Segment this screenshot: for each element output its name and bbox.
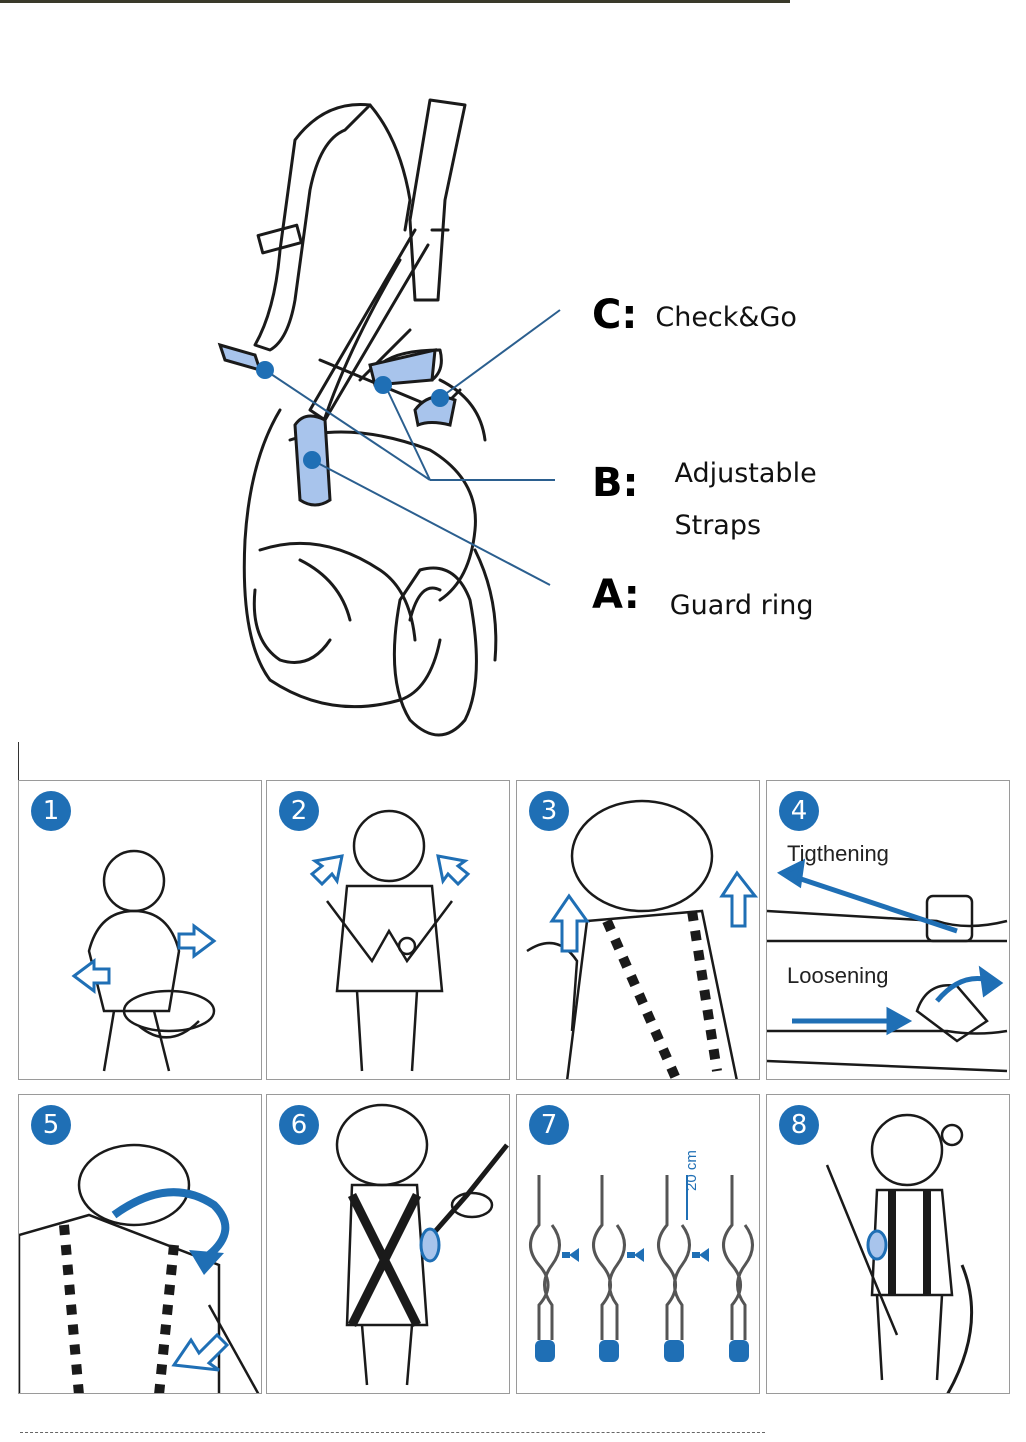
top-border-line bbox=[0, 0, 790, 3]
child-climbing-icon bbox=[825, 1113, 974, 1393]
callout-b-letter: B: bbox=[592, 460, 639, 506]
step-panel-7: 7 20 cm bbox=[516, 1094, 760, 1394]
step-panel-1: 1 bbox=[18, 780, 262, 1080]
figure-eight-knot-icon bbox=[529, 1175, 754, 1362]
buckle-c-highlight bbox=[217, 342, 263, 373]
callout-c: C: Check&Go bbox=[592, 292, 797, 344]
callout-a-text: Guard ring bbox=[669, 590, 814, 621]
step-panel-5: 5 bbox=[18, 1094, 262, 1394]
divider-line bbox=[18, 742, 19, 788]
knot-measure-label: 20 cm bbox=[683, 1150, 700, 1191]
buckle-adjust-icon bbox=[767, 858, 1008, 1073]
step-number-4: 4 bbox=[779, 791, 819, 831]
step-number-5: 5 bbox=[31, 1105, 71, 1145]
step-panel-4: 4 Tigthening Loosening bbox=[766, 780, 1010, 1080]
callout-b-text-line1: Adjustable bbox=[674, 458, 817, 489]
child-pulling-strap-icon bbox=[526, 799, 759, 1079]
callout-a: A: Guard ring bbox=[592, 572, 813, 632]
tighten-label: Tigthening bbox=[787, 841, 889, 866]
step-number-6: 6 bbox=[279, 1105, 319, 1145]
child-holding-harness-icon bbox=[71, 849, 217, 1072]
loosen-label: Loosening bbox=[787, 963, 889, 988]
callout-c-letter: C: bbox=[592, 292, 638, 338]
step-panel-3: 3 bbox=[516, 780, 760, 1080]
callout-c-text: Check&Go bbox=[655, 302, 797, 333]
adjuster-b-highlight bbox=[368, 348, 437, 387]
step-number-1: 1 bbox=[31, 791, 71, 831]
strap-over-shoulder-icon bbox=[19, 1143, 260, 1393]
callout-a-letter: A: bbox=[592, 572, 640, 618]
step-number-8: 8 bbox=[779, 1105, 819, 1145]
child-lifting-straps-icon bbox=[309, 809, 471, 1072]
bottom-dashed-divider bbox=[20, 1432, 765, 1433]
rope-tie-in-icon bbox=[335, 1103, 509, 1386]
callout-b: B: Adjustable Straps bbox=[592, 448, 817, 552]
harness-illustration bbox=[217, 98, 561, 737]
step-number-7: 7 bbox=[529, 1105, 569, 1145]
step-panel-6: 6 bbox=[266, 1094, 510, 1394]
callout-b-text-line2: Straps bbox=[674, 510, 762, 541]
step-number-2: 2 bbox=[279, 791, 319, 831]
step-panel-2: 2 bbox=[266, 780, 510, 1080]
step-number-3: 3 bbox=[529, 791, 569, 831]
step-panel-8: 8 bbox=[766, 1094, 1010, 1394]
